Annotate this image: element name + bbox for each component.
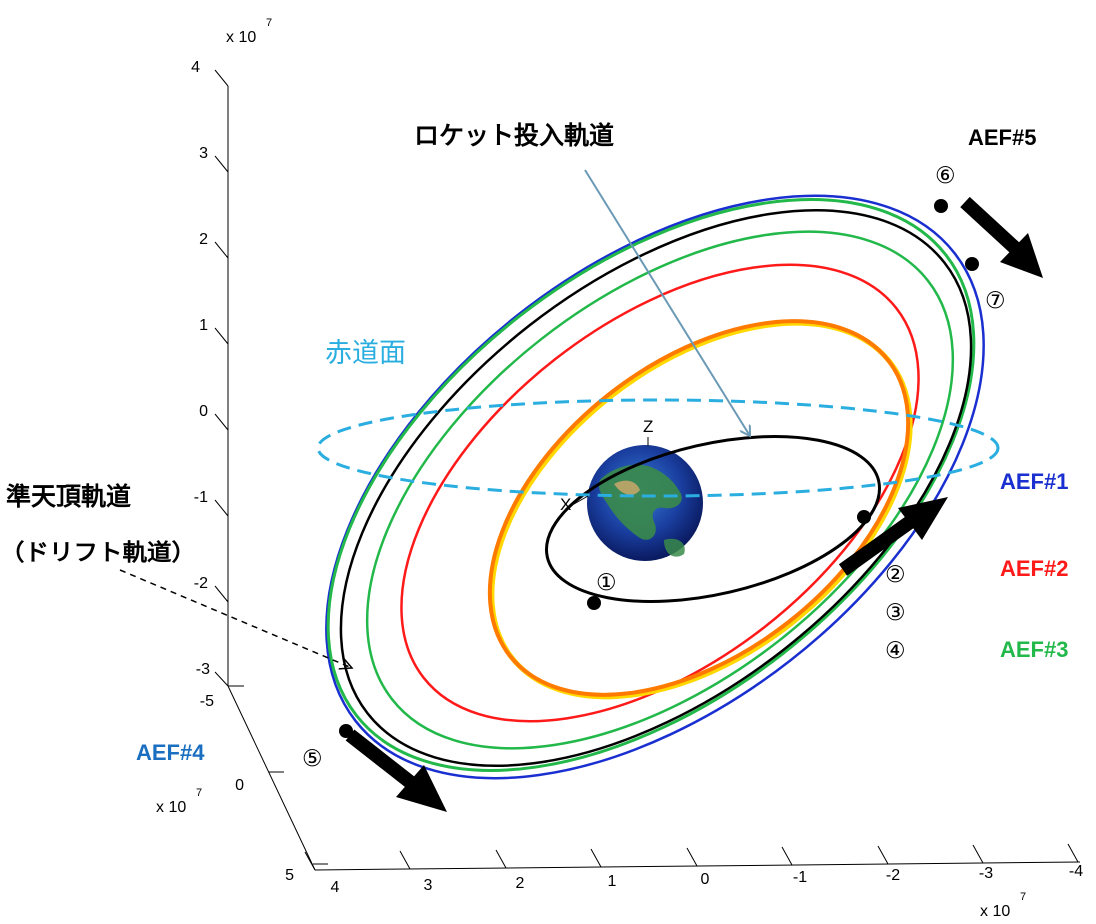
earth-desert [614,480,640,495]
axes-frame [227,86,1081,871]
marker-label-2: ② [885,562,906,588]
exponent-base: x 10 [156,799,186,816]
z-ticks [214,69,229,687]
x-tick-label: 0 [701,871,710,888]
z-tick-label: 0 [199,403,208,420]
x-tick-label: 3 [424,877,433,894]
z-tick-label: 1 [199,317,208,334]
x-tick-label: -2 [886,867,900,884]
y-tick-label: -5 [200,693,214,710]
large-orbits [325,194,985,780]
exponent-power: 7 [266,17,272,29]
marker-label-3: ③ [885,600,906,626]
orbit-inner-green [365,230,955,750]
equatorial-plane [316,398,1000,498]
z-tick-label: -2 [194,575,208,592]
marker-dot-6 [934,199,948,213]
z-tick-label: 3 [199,145,208,162]
orbit-rocket-injection [545,435,881,603]
marker-dots [339,199,979,738]
marker-label-7: ⑦ [985,288,1006,314]
quasi-zenith-label-line2: （ドリフト軌道） [0,539,196,566]
axis-letter-x: X [560,495,571,514]
orbit-orange [487,319,911,697]
thrust-arrow-5 [345,729,447,812]
z-tick-label: -3 [196,661,210,678]
thrust-arrow-6-7 [960,196,1043,278]
marker-label-6: ⑥ [935,163,956,189]
exponent-base: x 10 [980,903,1010,920]
x-tick-label: -4 [1069,863,1083,880]
exponent-base: x 10 [226,29,256,46]
z-exponent: x 10 7 [226,17,272,46]
z-tick-label: 4 [191,59,200,76]
y-axis-line [227,685,316,871]
aef4-label: AEF#4 [136,740,205,765]
x-tick-label: 1 [608,873,617,890]
orbit-quasi-zenith [339,209,973,767]
aef1-label: AEF#1 [1000,469,1068,494]
y-tick-label: 0 [235,777,244,794]
aef5-label: AEF#5 [968,125,1036,150]
x-ticks [304,843,1079,871]
z-tick-label: 2 [199,231,208,248]
orbit-aef1 [325,194,985,780]
y-tick-labels: -5 0 5 [200,693,294,884]
marker-labels: ① ② ③ ④ ⑤ ⑥ ⑦ [302,163,1006,772]
x-axis-line [314,861,1081,871]
equatorial-plane-label: 赤道面 [325,338,406,369]
x-tick-label: -1 [793,869,807,886]
marker-label-4: ④ [885,638,906,664]
marker-dot-5 [339,724,353,738]
x-exponent: x 10 7 [980,891,1026,920]
marker-dot-2 [857,510,871,524]
x-tick-label: 4 [331,879,340,896]
aef2-label: AEF#2 [1000,556,1068,581]
quasi-zenith-pointer [119,569,352,668]
y-exponent: x 10 7 [156,787,202,816]
x-tick-label: -3 [979,865,993,882]
quasi-zenith-label-line1: 準天頂軌道 [6,482,131,511]
exponent-power: 7 [196,787,202,799]
y-tick-label: 5 [285,867,294,884]
y-ticks [228,685,328,865]
earth-island [664,538,685,557]
z-tick-label: -1 [194,489,208,506]
orbit-aef3 [326,198,976,772]
marker-label-5: ⑤ [302,746,323,772]
axis-x-tick [573,495,589,505]
orbit-aef2 [400,263,920,723]
x-tick-label: 2 [516,875,525,892]
rocket-orbit-label: ロケット投入軌道 [414,121,614,150]
rocket-orbit-pointer [584,169,750,436]
aef3-label: AEF#3 [1000,637,1068,662]
axis-letter-z: Z [643,417,653,436]
exponent-power: 7 [1020,891,1026,903]
thrust-arrows [345,196,1043,812]
marker-label-1: ① [596,570,617,596]
z-tick-labels: 4 3 2 1 0 -1 -2 -3 [191,59,210,678]
marker-dot-7 [965,257,979,271]
x-tick-labels: 4 3 2 1 0 -1 -2 -3 -4 [331,863,1084,896]
marker-dot-1 [587,596,601,610]
thrust-arrow-2-4 [838,497,948,576]
